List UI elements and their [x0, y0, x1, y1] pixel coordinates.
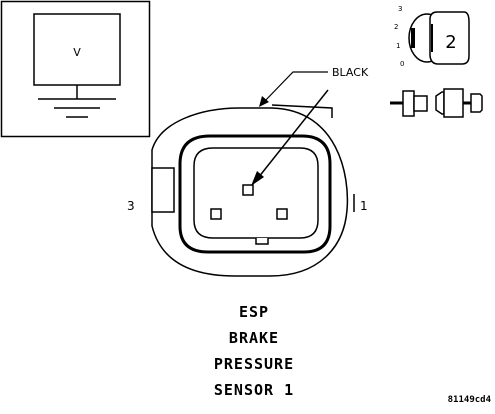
pin-label-1: 1	[360, 199, 368, 213]
ignition-position-2: 2	[394, 23, 398, 31]
title-line-2: BRAKE	[229, 329, 279, 347]
connector-cavity	[178, 134, 332, 254]
probe-arrow	[251, 89, 329, 186]
title-line-3: PRESSURE	[214, 355, 294, 373]
pin-3-terminal	[210, 208, 222, 220]
wire-color-label: BLACK	[332, 66, 369, 79]
disconnected-connector-icon	[390, 88, 483, 118]
pin-label-3: 3	[127, 199, 135, 213]
ignition-position-1: 1	[396, 42, 400, 50]
pin-1-terminal	[276, 208, 288, 220]
connector-key	[255, 238, 269, 245]
title-line-4: SENSOR 1	[214, 381, 294, 399]
ignition-position-0: 0	[400, 60, 404, 68]
figure-code: 81149cd4	[448, 395, 492, 405]
connector-housing	[151, 104, 349, 277]
pin-2-terminal	[242, 184, 254, 196]
voltmeter-symbol: V	[73, 46, 81, 59]
ground-icon	[38, 98, 116, 118]
ignition-key-icon: 3 2 1 0 2	[394, 5, 470, 68]
title-line-1: ESP	[239, 303, 269, 321]
ignition-key-number: 2	[445, 32, 456, 53]
ignition-position-3: 3	[398, 5, 402, 13]
voltmeter-inset: V	[0, 0, 151, 138]
wire-color-callout: BLACK	[259, 66, 369, 107]
inset-frame	[0, 0, 151, 138]
component-title: ESP BRAKE PRESSURE SENSOR 1	[214, 303, 294, 399]
connector-latch	[151, 167, 175, 213]
